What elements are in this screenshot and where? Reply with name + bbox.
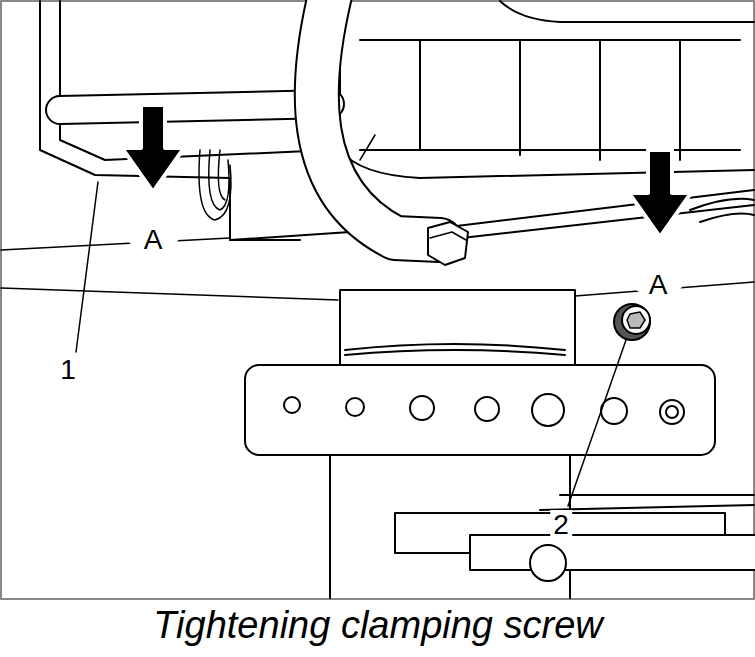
leader-line [568,340,626,506]
pipe-mark [360,135,375,160]
pillar [340,290,575,365]
view-letter: A [646,270,671,300]
hose [60,104,330,110]
hose [60,104,330,110]
plate [245,365,715,455]
leader-line [76,182,98,352]
wire-loop [199,150,231,220]
view-arrow [122,105,184,254]
view-arrow [628,150,691,299]
plane-line [1,238,230,250]
view-letter: A [141,225,166,255]
pipe [317,0,440,240]
clamping-screw [614,304,650,340]
callout-number: 2 [550,510,572,540]
plane-line [1,288,338,300]
nut [430,232,466,240]
frame [1,1,754,599]
figure-caption: Tightening clamping screw [153,605,603,647]
nut [428,222,468,265]
callout-number: 1 [57,355,79,385]
bracket [395,495,755,581]
pipe [317,0,440,240]
